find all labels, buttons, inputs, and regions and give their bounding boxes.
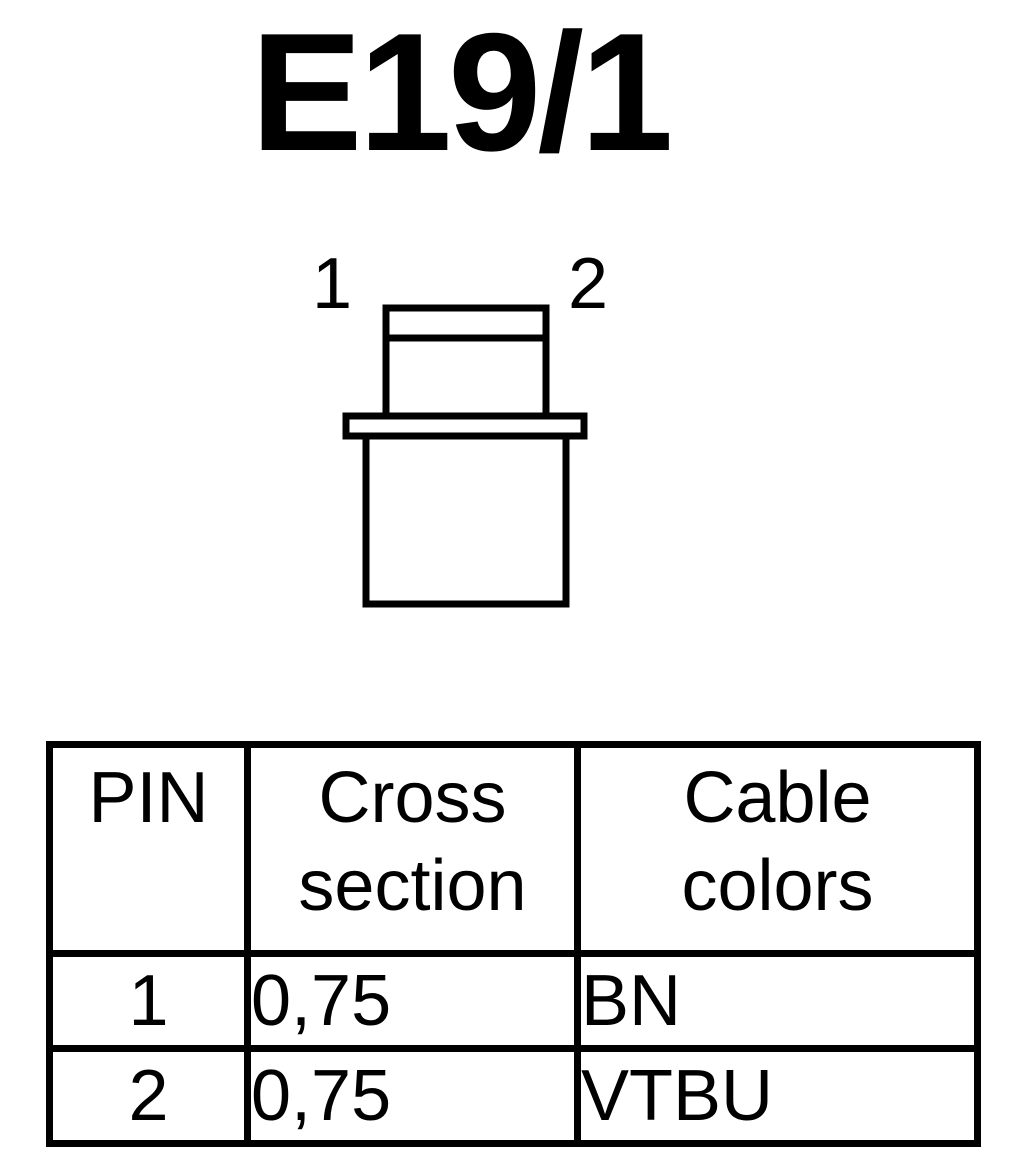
table-row: 2 0,75 VTBU — [46, 1045, 981, 1147]
header-cross-section: Cross section — [244, 741, 581, 957]
row-2-pin: 2 — [46, 1045, 251, 1147]
header-cross-section-line-1: Cross — [318, 758, 507, 838]
row-1-cross-section: 0,75 — [244, 950, 581, 1052]
row-1-cable-color: BN — [574, 950, 981, 1052]
row-1-pin: 1 — [46, 950, 251, 1052]
connector-cap — [382, 304, 550, 420]
connector-housing — [362, 432, 570, 608]
header-pin-line: PIN — [88, 758, 209, 838]
header-cross-section-line-2: section — [298, 846, 527, 926]
header-pin: PIN — [46, 741, 251, 957]
header-cable-colors-line-2: colors — [681, 846, 874, 926]
pin-table-header: PIN Cross section Cable colors — [46, 741, 981, 957]
header-cable-colors-line-1: Cable — [683, 758, 872, 838]
header-cable-colors: Cable colors — [574, 741, 981, 957]
pin-label-1: 1 — [312, 244, 352, 324]
row-2-cross-section: 0,75 — [244, 1045, 581, 1147]
pin-label-2: 2 — [568, 244, 608, 324]
connector-body — [342, 304, 588, 608]
table-row: 1 0,75 BN — [46, 950, 981, 1052]
pin-table: PIN Cross section Cable colors 1 0,75 BN… — [46, 741, 981, 1147]
connector-title: E19/1 — [250, 0, 673, 186]
row-2-cable-color: VTBU — [574, 1045, 981, 1147]
connector-diagram: 1 2 — [312, 244, 608, 608]
